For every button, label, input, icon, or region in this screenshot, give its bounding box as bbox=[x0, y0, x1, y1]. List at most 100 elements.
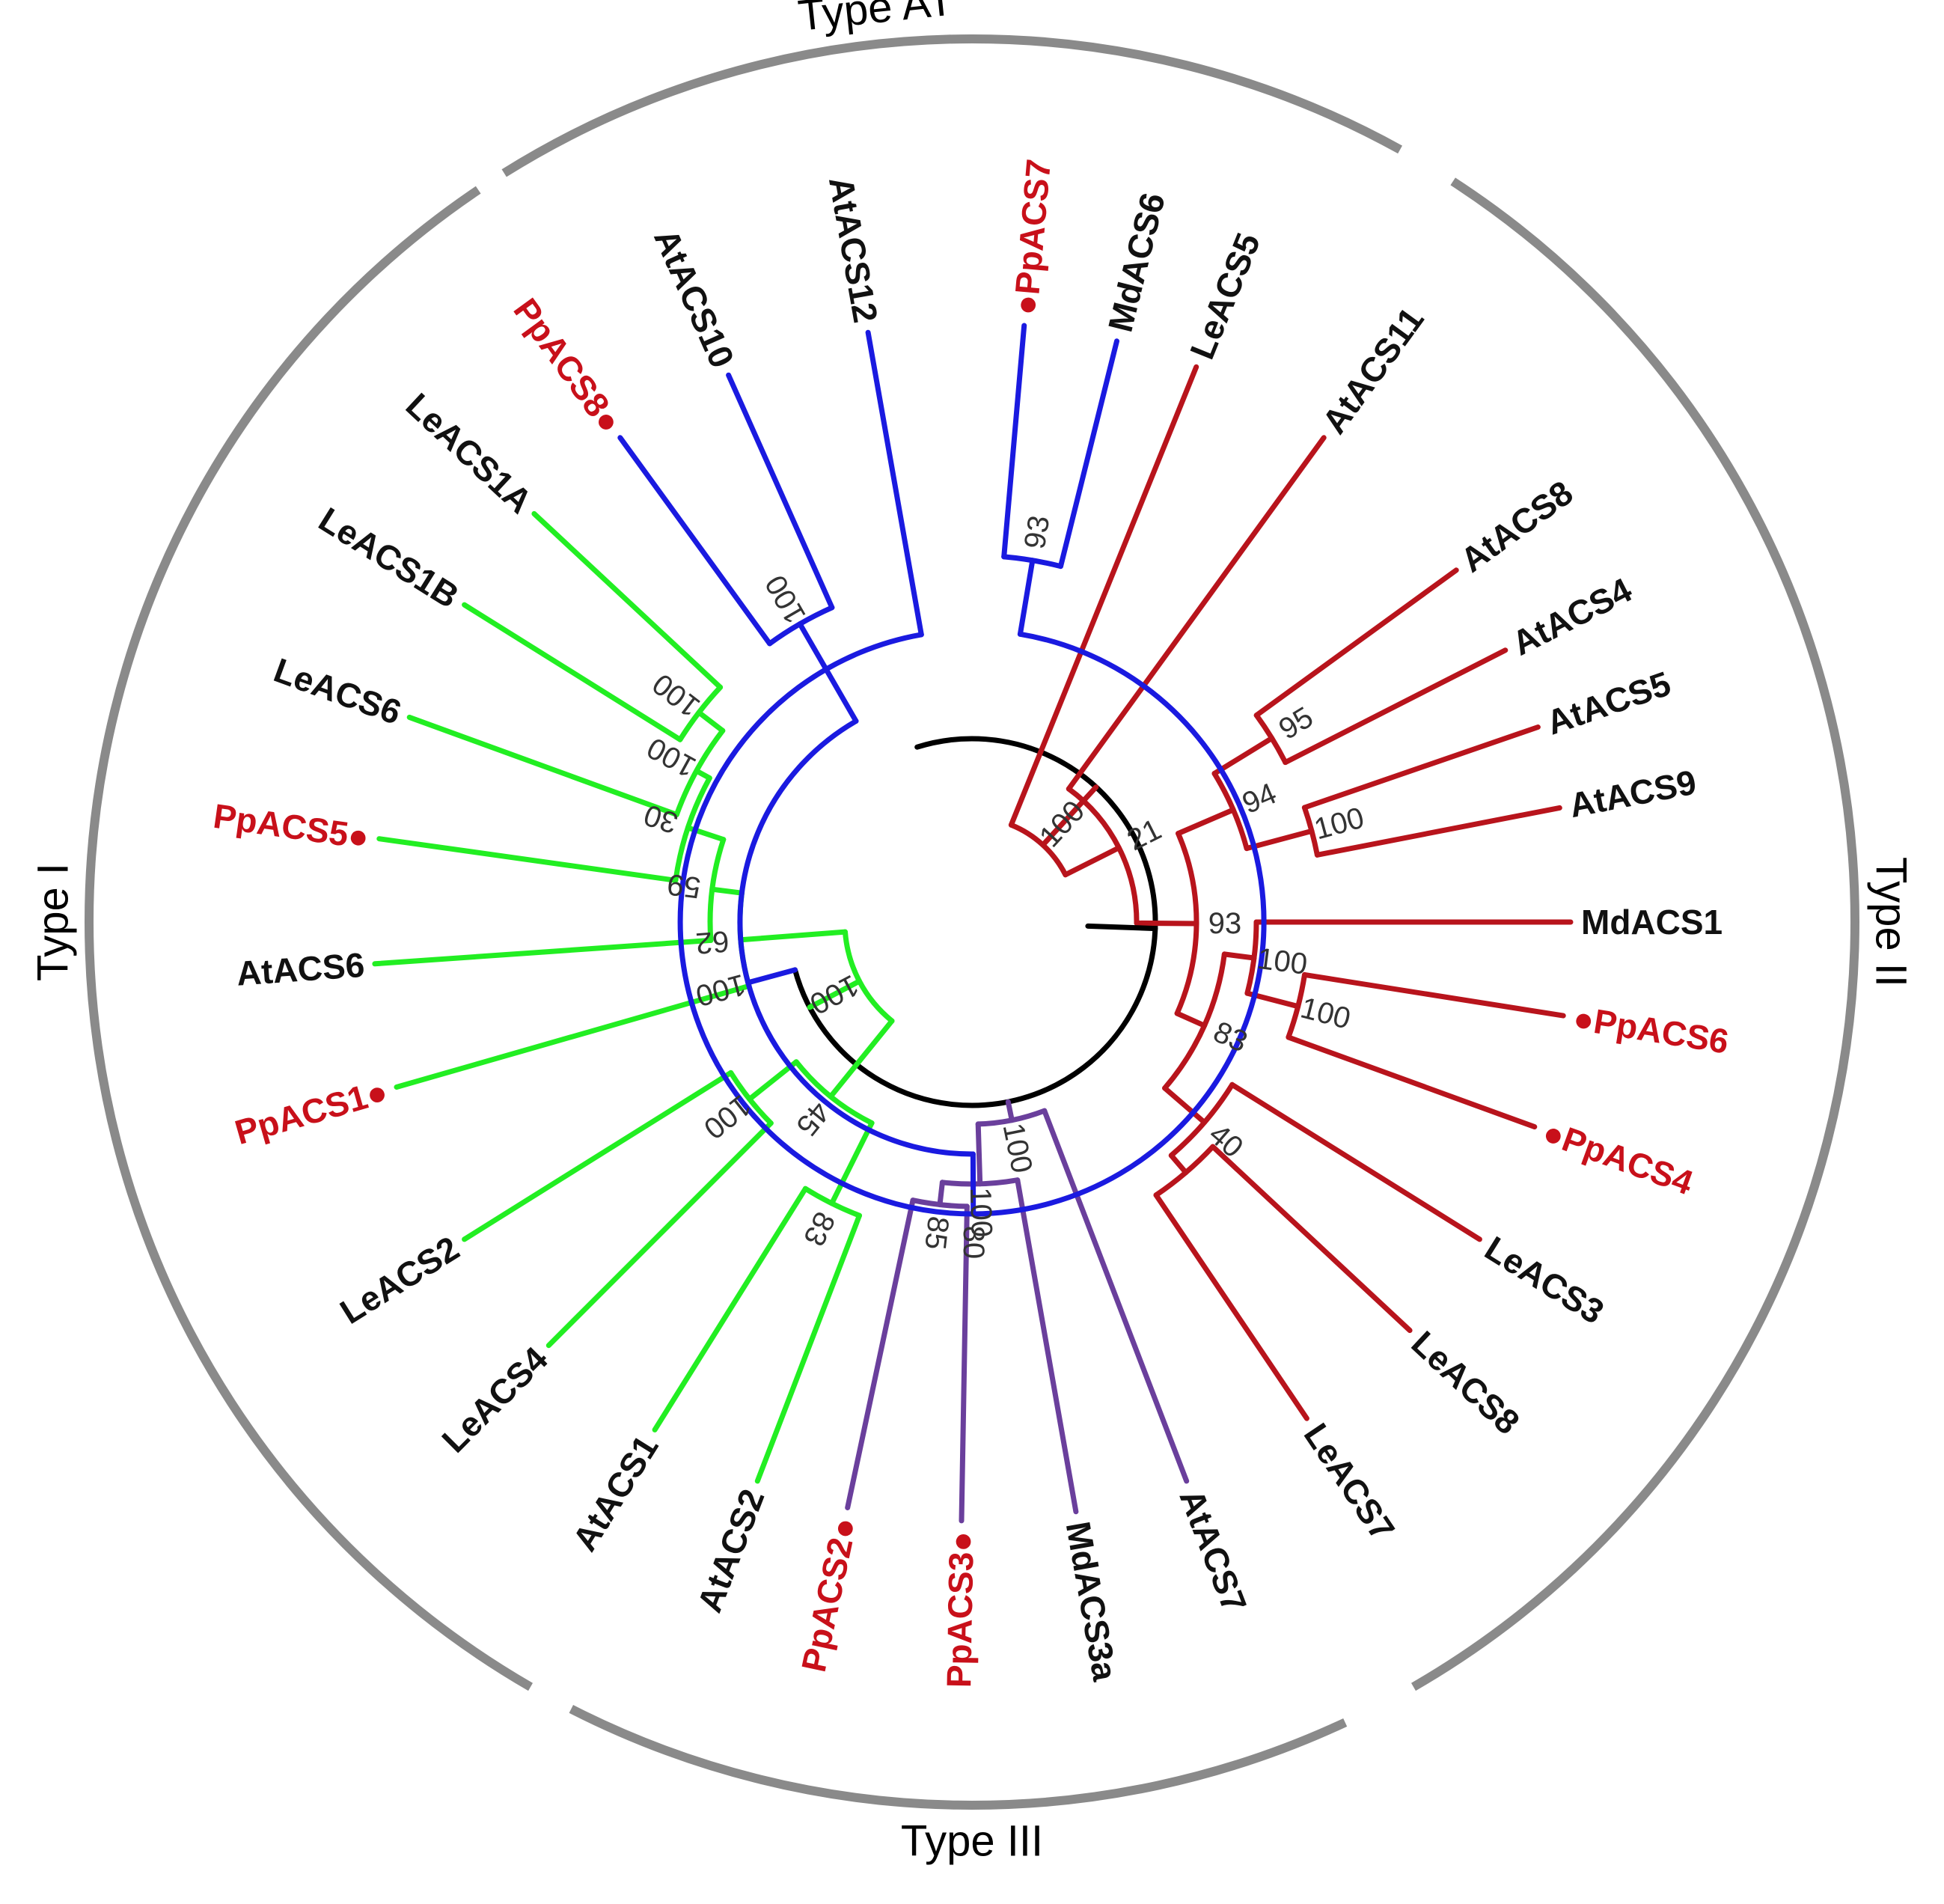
branch-leacs6 bbox=[406, 714, 679, 817]
branch-arc-n-5 bbox=[673, 775, 712, 883]
taxon-label-ppacs8: PpACS8● bbox=[506, 291, 629, 441]
taxon-label-mdacs1: MdACS1 bbox=[1581, 903, 1723, 942]
branch-arc-n-i bbox=[843, 929, 895, 1024]
branch-n-4a bbox=[1176, 807, 1236, 837]
taxon-label-leacs1a: LeACS1A bbox=[399, 385, 540, 521]
branch-arc-n-a bbox=[793, 1059, 875, 1126]
taxon-label-ppacs2: PpACS2● bbox=[794, 1514, 864, 1676]
taxon-label-ppacs4: ●PpACS4 bbox=[1538, 1112, 1699, 1203]
taxon-label-leacs8: LeACS8 bbox=[1404, 1323, 1527, 1441]
branch-arc-n-l24 bbox=[728, 1070, 774, 1126]
taxon-label-ppacs5: PpACS5● bbox=[211, 796, 371, 857]
branch-ppacs6 bbox=[1302, 971, 1566, 1019]
taxon-label-leacs5: LeACS5 bbox=[1182, 228, 1268, 364]
bootstrap-value: 85 bbox=[918, 1215, 955, 1251]
branch-leacs1a bbox=[531, 510, 724, 690]
branch-atacs7 bbox=[1042, 1108, 1190, 1484]
taxon-label-leacs3: LeACS3 bbox=[1479, 1228, 1611, 1331]
branch-arc-n-lm bbox=[1162, 951, 1227, 1091]
branch-n-10 bbox=[797, 621, 859, 724]
branch-atacs12 bbox=[865, 329, 924, 638]
branch-ppacs8 bbox=[617, 435, 773, 647]
taxon-label-leacs1b: LeACS1B bbox=[312, 499, 465, 615]
branch-arc-n-iii bbox=[975, 1108, 1048, 1127]
branch-n-x bbox=[1134, 920, 1199, 927]
branch-n-m bbox=[1221, 951, 1257, 961]
bootstrap-value: 93 bbox=[1018, 513, 1057, 552]
group-arc-type-iii bbox=[569, 1705, 1348, 1810]
branch-ppacs4 bbox=[1286, 1034, 1538, 1130]
branch-n-7 bbox=[1017, 558, 1036, 637]
branch-n-1 bbox=[738, 929, 848, 943]
stem-n-iii bbox=[1005, 1099, 1015, 1123]
branch-n-6a bbox=[709, 886, 745, 896]
group-label-type-iii: Type III bbox=[901, 1817, 1043, 1866]
branch-n-l3 bbox=[1162, 1085, 1208, 1126]
bootstrap-value: 100 bbox=[692, 968, 749, 1013]
taxon-label-atacs7: AtACS7 bbox=[1172, 1484, 1254, 1618]
branch-arc-n-ii bbox=[1008, 822, 1069, 878]
branch-arc-n-4a bbox=[1211, 771, 1250, 852]
branch-n-11 bbox=[1063, 845, 1122, 878]
branch-ppacs3 bbox=[959, 1203, 970, 1524]
branch-atacs8 bbox=[1253, 567, 1459, 718]
branch-leacs2 bbox=[462, 1070, 734, 1242]
bootstrap-value: 100 bbox=[1297, 992, 1354, 1036]
taxon-label-atacs5: AtACS5 bbox=[1541, 664, 1675, 742]
taxon-label-leacs6: LeACS6 bbox=[269, 650, 406, 732]
root-arc bbox=[792, 736, 1158, 1108]
branch-mdacs3a bbox=[1015, 1177, 1079, 1515]
taxon-label-mdacs3a: MdACS3a bbox=[1059, 1519, 1125, 1684]
taxon-label-atacs11: AtACS11 bbox=[1314, 300, 1431, 441]
branch-n-a bbox=[828, 1018, 895, 1099]
outgroup-stub bbox=[1085, 923, 1158, 932]
branch-atacs4 bbox=[1283, 647, 1509, 766]
taxon-label-atacs9: AtACS9 bbox=[1566, 763, 1699, 826]
group-label-type-ii: Type II bbox=[1867, 857, 1916, 987]
taxon-label-mdacs6: MdACS6 bbox=[1101, 189, 1173, 335]
branch-ppacs7 bbox=[1001, 323, 1027, 560]
branch-n-a12 bbox=[829, 1120, 875, 1206]
taxon-label-atacs10: AtACS10 bbox=[647, 223, 742, 373]
branch-arc-n-10 bbox=[767, 605, 835, 647]
stem-n-at bbox=[745, 967, 798, 986]
branch-atacs2 bbox=[754, 1212, 862, 1484]
branch-ppacs1 bbox=[394, 983, 752, 1090]
branch-atacs11 bbox=[1066, 435, 1327, 792]
branch-atacs9 bbox=[1314, 805, 1562, 858]
group-label-type-at: Type AT bbox=[796, 0, 956, 40]
branch-mdacs6 bbox=[1058, 338, 1119, 570]
taxon-label-ppacs7: ●PpACS7 bbox=[1006, 157, 1058, 317]
taxon-label-ppacs3: PpACS3● bbox=[939, 1531, 981, 1688]
taxon-label-leacs2: LeACS2 bbox=[333, 1228, 465, 1331]
stem-n-i bbox=[807, 978, 862, 1010]
bootstrap-value: 62 bbox=[694, 924, 730, 959]
taxon-label-atacs4: AtACS4 bbox=[1506, 570, 1638, 662]
bootstrap-value: 95 bbox=[1274, 701, 1319, 746]
branch-leacs4 bbox=[545, 1120, 774, 1349]
branch-atacs1 bbox=[652, 1186, 808, 1432]
branch-arc-n-md3 bbox=[939, 1177, 1021, 1187]
branch-n-p23 bbox=[937, 1180, 945, 1208]
branch-n-59 bbox=[1244, 828, 1315, 852]
taxon-label-atacs1: AtACS1 bbox=[565, 1429, 666, 1558]
branch-arc-n-m bbox=[1244, 919, 1259, 996]
group-arcs bbox=[85, 34, 1859, 1810]
branch-arc-n-at bbox=[737, 718, 976, 1157]
bootstrap-value: 40 bbox=[1202, 1117, 1249, 1164]
branch-ppacs5 bbox=[376, 836, 679, 883]
branch-n-1b bbox=[696, 710, 726, 733]
stem-n-ii bbox=[1040, 784, 1099, 848]
branch-arc-n-l3 bbox=[1168, 1081, 1235, 1159]
taxon-label-atacs6: AtACS6 bbox=[235, 945, 365, 993]
branch-arc-n-l87 bbox=[1153, 1144, 1216, 1198]
taxon-label-ppacs6: ●PpACS6 bbox=[1571, 998, 1731, 1061]
taxon-label-atacs2: AtACS2 bbox=[690, 1484, 772, 1618]
branch-leacs5 bbox=[1008, 364, 1199, 828]
taxon-label-atacs12: AtACS12 bbox=[822, 174, 885, 326]
branch-arc-n-6a bbox=[707, 837, 727, 943]
bootstrap-value: 93 bbox=[1208, 907, 1242, 940]
branch-arc-n-6 bbox=[673, 727, 726, 817]
